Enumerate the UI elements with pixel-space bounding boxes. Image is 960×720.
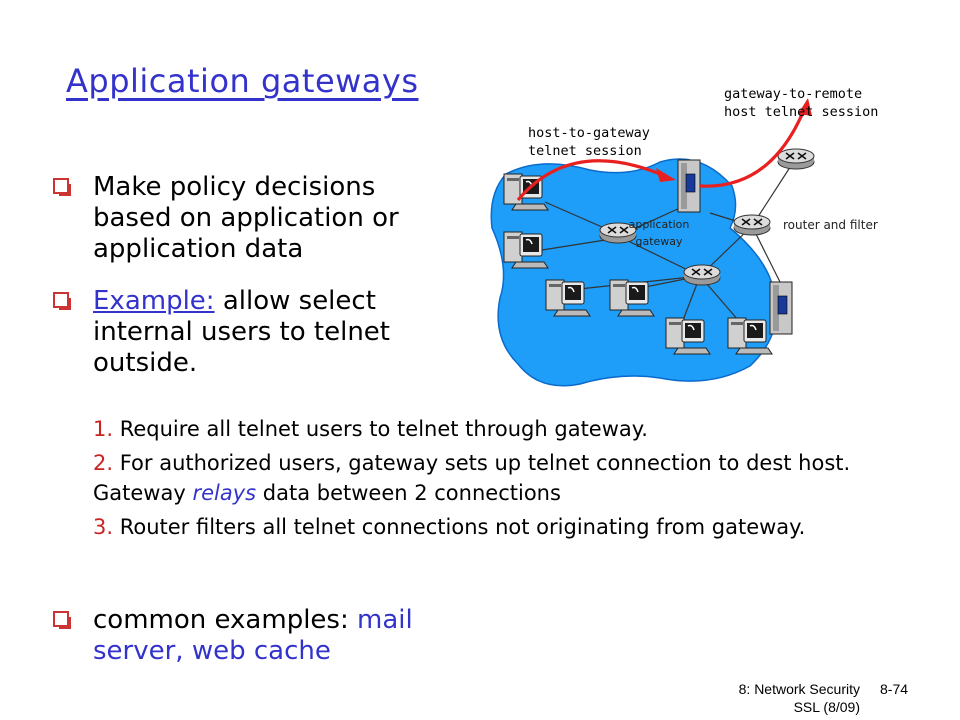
bullet-marker: [53, 611, 71, 629]
bullet-example: Example: allow select internal users to …: [53, 286, 453, 379]
router-filter-icon: [733, 214, 771, 236]
step-2: 2. For authorized users, gateway sets up…: [93, 448, 863, 508]
bullet-policy: Make policy decisions based on applicati…: [53, 172, 453, 265]
step-number: 3.: [93, 515, 114, 539]
label-line: gateway-to-remote: [724, 86, 863, 102]
label-gateway-to-remote: gateway-to-remote host telnet session: [724, 85, 878, 121]
bullet-marker: [53, 292, 71, 310]
footer-course: 8: Network Security SSL (8/09): [718, 680, 860, 716]
label-router-and-filter: router and filter: [783, 218, 878, 232]
step-number: 2.: [93, 451, 114, 475]
remote-server-icon: [769, 281, 793, 335]
application-gateway-server-icon: [677, 159, 701, 213]
slide-title: Application gateways: [66, 62, 419, 100]
common-examples-highlight: mail server, web cache: [93, 605, 413, 666]
bullet-example-text: allow select internal users to telnet ou…: [93, 286, 390, 378]
step-emphasis: relays: [192, 481, 257, 505]
router-icon: [683, 264, 721, 286]
bullet-policy-text: Make policy decisions based on applicati…: [93, 172, 399, 264]
bullet-marker: [53, 178, 71, 196]
gateway-to-remote-arrow: [699, 109, 806, 188]
label-line: gateway: [635, 235, 683, 248]
step-text: Router filters all telnet connections no…: [113, 515, 806, 539]
arrow-head-icon: [656, 168, 676, 182]
label-application-gateway: application gateway: [624, 216, 694, 250]
label-line: application: [628, 218, 690, 231]
step-text: For authorized users, gateway sets up te…: [93, 451, 851, 505]
example-label: Example:: [93, 286, 215, 316]
step-number: 1.: [93, 417, 114, 441]
label-line: host telnet session: [724, 104, 879, 120]
step-3: 3. Router filters all telnet connections…: [93, 512, 853, 542]
host-to-gateway-arrow: [516, 159, 661, 202]
footer-date: SSL (8/09): [793, 699, 860, 715]
step-1: 1. Require all telnet users to telnet th…: [93, 414, 873, 444]
label-host-to-gateway: host-to-gateway telnet session: [528, 124, 650, 160]
remote-router-icon: [777, 148, 815, 170]
step-text-end: data between 2 connections: [256, 481, 561, 505]
steps-list: 1. Require all telnet users to telnet th…: [93, 414, 873, 546]
network-cloud: [490, 158, 778, 387]
footer-page-number: 8-74: [880, 681, 909, 697]
label-line: host-to-gateway: [528, 125, 650, 141]
network-diagram: [490, 98, 815, 387]
arrow-head-icon: [798, 98, 812, 116]
footer-course-title: 8: Network Security: [738, 681, 860, 697]
label-line: telnet session: [528, 143, 642, 159]
bullet-common-examples: common examples: mail server, web cache: [53, 605, 463, 667]
common-examples-prefix: common examples:: [93, 605, 357, 635]
step-text: Require all telnet users to telnet throu…: [113, 417, 648, 441]
